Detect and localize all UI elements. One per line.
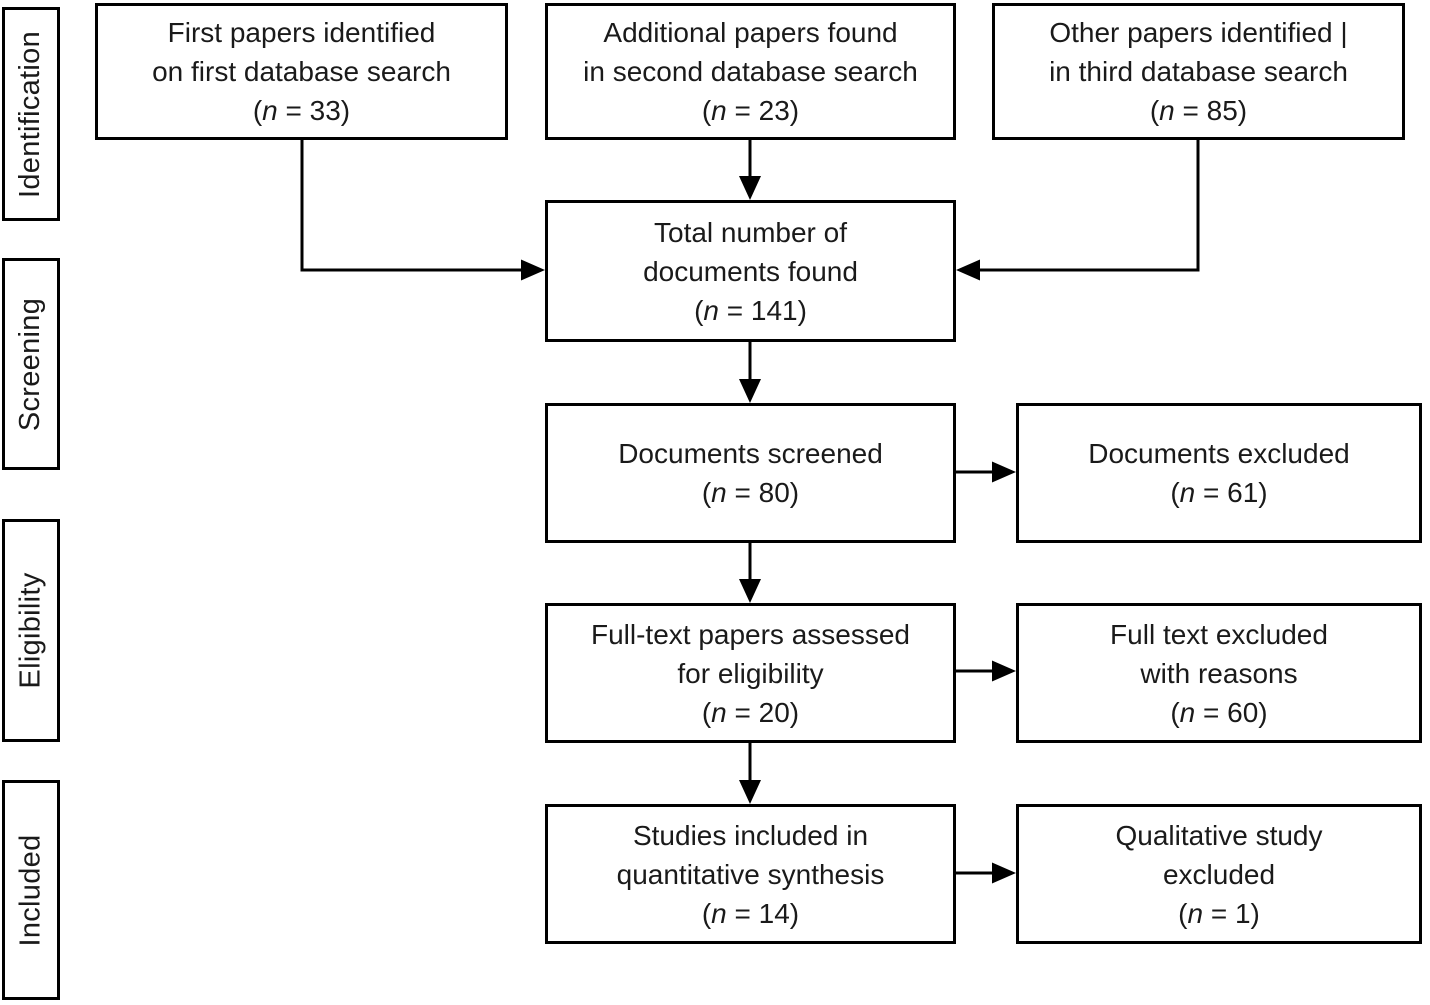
node-text: quantitative synthesis: [616, 858, 885, 890]
node-first-papers: First papers identified on first databas…: [95, 3, 508, 140]
count-part: = 80): [726, 477, 800, 508]
connector-screened-to-excluded: [956, 461, 1016, 483]
phase-label-eligibility: Eligibility: [14, 572, 47, 689]
arrowhead-down-icon: [739, 579, 761, 603]
node-text: Documents excluded: [1088, 438, 1350, 469]
count-part: (: [701, 897, 712, 929]
count-n-symbol: n: [711, 897, 727, 929]
count-part: = 1): [1203, 897, 1260, 929]
connector-fulltext-to-fulltext-excluded: [956, 660, 1016, 682]
connector-line: [978, 140, 1200, 272]
node-text: on first database search: [152, 56, 451, 87]
count-part: = 23): [726, 95, 800, 126]
arrowhead-right-icon: [992, 660, 1016, 682]
node-text: Other papers identified |: [1049, 17, 1348, 48]
node-count: (n = 1): [1178, 894, 1260, 933]
count-part: (: [701, 477, 712, 508]
count-n-symbol: n: [1159, 95, 1175, 126]
connector-first-to-total: [300, 140, 545, 281]
arrowhead-down-icon: [739, 780, 761, 804]
phase-label-included: Included: [14, 833, 47, 947]
connector-other-to-total: [956, 140, 1200, 281]
phase-eligibility: Eligibility: [2, 519, 60, 742]
phase-label-identification: Identification: [14, 30, 47, 198]
count-n-symbol: n: [1179, 477, 1196, 508]
node-count: (n = 33): [253, 91, 350, 130]
node-count: (n = 80): [702, 473, 799, 512]
node-count: (n = 20): [702, 693, 799, 732]
node-total-documents: Total number of documents found (n = 141…: [545, 200, 956, 342]
count-part: (: [694, 294, 704, 326]
count-n-symbol: n: [711, 95, 727, 126]
count-part: = 20): [726, 696, 800, 728]
node-text: Total number of: [654, 216, 847, 248]
connector-fulltext-to-included: [739, 743, 761, 804]
count-n-symbol: n: [1179, 696, 1196, 728]
count-part: = 33): [277, 95, 351, 126]
node-text: documents found: [643, 255, 858, 287]
connector-additional-to-total: [739, 140, 761, 200]
node-text: Studies included in: [632, 819, 869, 851]
node-studies-included: Studies included in quantitative synthes…: [545, 804, 956, 944]
phase-label-screening: Screening: [14, 297, 47, 431]
phase-screening: Screening: [2, 258, 60, 470]
arrowhead-right-icon: [992, 862, 1016, 884]
node-text: First papers identified: [167, 17, 436, 48]
node-text: Qualitative study: [1115, 819, 1323, 851]
node-other-papers: Other papers identified | in third datab…: [992, 3, 1405, 140]
count-part: (: [1178, 897, 1188, 929]
node-fulltext-excluded: Full text excluded with reasons (n = 60): [1016, 603, 1422, 743]
count-n-symbol: n: [262, 95, 278, 126]
count-part: (: [1149, 95, 1160, 126]
connector-screened-to-fulltext: [739, 543, 761, 603]
node-text: with reasons: [1140, 657, 1298, 689]
node-text: Full-text papers assessed: [590, 618, 911, 650]
node-count: (n = 23): [702, 91, 799, 130]
node-count: (n = 141): [694, 291, 807, 330]
node-text: Full text excluded: [1110, 618, 1328, 650]
count-part: = 60): [1195, 696, 1268, 728]
count-part: = 85): [1174, 95, 1248, 126]
count-part: (: [701, 696, 712, 728]
node-documents-screened: Documents screened (n = 80): [545, 403, 956, 543]
phase-included: Included: [2, 780, 60, 1000]
count-part: (: [252, 95, 263, 126]
count-n-symbol: n: [711, 696, 727, 728]
count-n-symbol: n: [711, 477, 727, 508]
connector-line: [300, 140, 523, 272]
count-n-symbol: n: [1187, 897, 1204, 929]
phase-identification: Identification: [2, 7, 60, 221]
node-count: (n = 85): [1150, 91, 1247, 130]
node-text: in third database search: [1049, 56, 1348, 87]
node-count: (n = 14): [702, 894, 799, 933]
node-qualitative-excluded: Qualitative study excluded (n = 1): [1016, 804, 1422, 944]
node-additional-papers: Additional papers found in second databa…: [545, 3, 956, 140]
arrowhead-down-icon: [739, 176, 761, 200]
count-part: = 14): [726, 897, 800, 929]
arrowhead-left-icon: [956, 259, 980, 281]
count-part: = 61): [1195, 477, 1268, 508]
count-n-symbol: n: [703, 294, 719, 326]
count-part: (: [1170, 477, 1180, 508]
node-fulltext-assessed: Full-text papers assessed for eligibilit…: [545, 603, 956, 743]
count-part: (: [701, 95, 712, 126]
node-text: Additional papers found: [603, 17, 898, 48]
arrowhead-down-icon: [739, 379, 761, 403]
arrowhead-right-icon: [521, 259, 545, 281]
count-part: (: [1170, 696, 1180, 728]
node-count: (n = 60): [1170, 693, 1267, 732]
node-text: excluded: [1162, 858, 1276, 890]
arrowhead-right-icon: [992, 461, 1016, 483]
node-text: for eligibility: [677, 657, 824, 689]
connector-included-to-qualitative-excluded: [956, 862, 1016, 884]
node-text: in second database search: [583, 56, 918, 87]
connector-total-to-screened: [739, 342, 761, 403]
node-documents-excluded: Documents excluded (n = 61): [1016, 403, 1422, 543]
count-part: = 141): [718, 294, 807, 326]
node-text: Documents screened: [618, 438, 883, 469]
node-count: (n = 61): [1170, 473, 1267, 512]
